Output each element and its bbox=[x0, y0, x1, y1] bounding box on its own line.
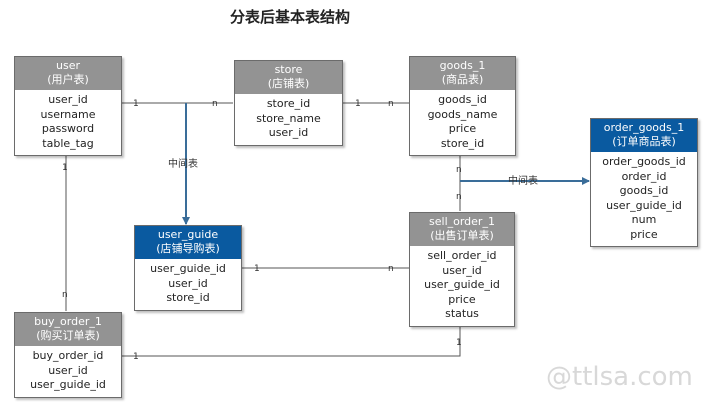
entity-buy-order-1[interactable]: buy_order_1 (购买订单表) buy_order_id user_id… bbox=[14, 312, 122, 398]
entity-user-fields: user_id username password table_tag bbox=[15, 90, 121, 155]
entity-order-goods-1-header: order_goods_1 (订单商品表) bbox=[591, 119, 697, 152]
entity-order-goods-1-cn: (订单商品表) bbox=[612, 135, 676, 148]
entity-buy-order-1-fields: buy_order_id user_id user_guide_id bbox=[15, 346, 121, 397]
entity-sell-order-1-name: sell_order_1 bbox=[429, 215, 495, 228]
card-user-store-1: 1 bbox=[133, 99, 139, 109]
watermark: @ttlsa.com bbox=[546, 362, 693, 392]
field: user_id bbox=[48, 93, 88, 106]
field: price bbox=[630, 227, 658, 241]
entity-store-fields: store_id store_name user_id bbox=[235, 94, 342, 145]
entity-user-header: user (用户表) bbox=[15, 57, 121, 90]
field: user_guide_id bbox=[30, 378, 106, 391]
entity-user-guide-fields: user_guide_id user_id store_id bbox=[135, 259, 241, 310]
entity-store[interactable]: store (店铺表) store_id store_name user_id bbox=[234, 60, 343, 146]
card-store-goods-1: 1 bbox=[355, 99, 361, 109]
card-buy-sell-1a: 1 bbox=[133, 352, 139, 362]
entity-order-goods-1-name: order_goods_1 bbox=[603, 121, 685, 134]
field: user_id bbox=[48, 363, 88, 377]
field: store_id bbox=[266, 97, 311, 110]
field: table_tag bbox=[42, 136, 94, 150]
field: password bbox=[41, 122, 95, 135]
entity-user-guide-name: user_guide bbox=[157, 228, 219, 241]
field: goods_id bbox=[619, 184, 669, 197]
entity-user-guide-header: user_guide (店铺导购表) bbox=[135, 226, 241, 259]
entity-goods-1[interactable]: goods_1 (商品表) goods_id goods_name price … bbox=[409, 56, 516, 156]
field: price bbox=[448, 292, 476, 306]
field: num bbox=[631, 213, 657, 226]
diagram-title: 分表后基本表结构 bbox=[229, 8, 350, 26]
entity-buy-order-1-cn: (购买订单表) bbox=[36, 329, 100, 342]
card-goods-sell-n2: n bbox=[456, 192, 462, 202]
middle-table-label-guide: 中间表 bbox=[168, 157, 198, 170]
entity-buy-order-1-name: buy_order_1 bbox=[34, 315, 102, 328]
card-guide-sell-1: 1 bbox=[254, 264, 260, 274]
entity-goods-1-header: goods_1 (商品表) bbox=[410, 57, 515, 90]
entity-user-guide-cn: (店铺导购表) bbox=[156, 242, 220, 255]
field: store_id bbox=[440, 136, 485, 150]
field: user_id bbox=[442, 263, 482, 277]
field: goods_name bbox=[427, 107, 498, 121]
field: order_goods_id bbox=[602, 155, 686, 168]
field: price bbox=[448, 122, 477, 135]
card-user-buy-1: 1 bbox=[62, 163, 68, 173]
entity-order-goods-1-fields: order_goods_id order_id goods_id user_gu… bbox=[591, 152, 697, 246]
field: order_id bbox=[621, 169, 667, 183]
field: store_name bbox=[256, 111, 321, 125]
field: user_guide_id bbox=[150, 262, 226, 275]
entity-sell-order-1[interactable]: sell_order_1 (出售订单表) sell_order_id user_… bbox=[409, 212, 515, 327]
card-buy-sell-1b: 1 bbox=[456, 338, 462, 348]
entity-store-cn: (店铺表) bbox=[267, 77, 310, 90]
entity-goods-1-name: goods_1 bbox=[439, 59, 486, 72]
entity-store-name: store bbox=[274, 63, 303, 76]
field: buy_order_id bbox=[32, 349, 104, 362]
entity-sell-order-1-header: sell_order_1 (出售订单表) bbox=[410, 213, 514, 246]
entity-store-header: store (店铺表) bbox=[235, 61, 342, 94]
entity-order-goods-1[interactable]: order_goods_1 (订单商品表) order_goods_id ord… bbox=[590, 118, 698, 247]
entity-goods-1-cn: (商品表) bbox=[441, 73, 484, 86]
line-buy-order-sell-order bbox=[121, 324, 461, 357]
card-store-goods-n: n bbox=[388, 99, 394, 109]
entity-sell-order-1-fields: sell_order_id user_id user_guide_id pric… bbox=[410, 246, 514, 326]
card-user-store-n: n bbox=[212, 99, 218, 109]
field: user_id bbox=[268, 126, 309, 139]
entity-user-guide[interactable]: user_guide (店铺导购表) user_guide_id user_id… bbox=[134, 225, 242, 311]
field: status bbox=[445, 307, 479, 320]
entity-user-cn: (用户表) bbox=[47, 73, 89, 86]
entity-user[interactable]: user (用户表) user_id username password tab… bbox=[14, 56, 122, 156]
card-guide-sell-n: n bbox=[388, 264, 394, 274]
entity-buy-order-1-header: buy_order_1 (购买订单表) bbox=[15, 313, 121, 346]
field: user_id bbox=[168, 276, 208, 290]
field: sell_order_id bbox=[427, 249, 497, 262]
field: user_guide_id bbox=[606, 198, 682, 212]
card-goods-sell-n1: n bbox=[456, 165, 462, 175]
middle-table-label-order-goods: 中间表 bbox=[508, 174, 538, 187]
field: username bbox=[40, 107, 96, 121]
card-user-buy-n: n bbox=[62, 290, 68, 300]
entity-user-name: user bbox=[56, 59, 80, 72]
entity-goods-1-fields: goods_id goods_name price store_id bbox=[410, 90, 515, 155]
field: goods_id bbox=[438, 93, 487, 106]
field: user_guide_id bbox=[424, 278, 500, 291]
entity-sell-order-1-cn: (出售订单表) bbox=[430, 229, 494, 242]
field: store_id bbox=[166, 291, 210, 304]
